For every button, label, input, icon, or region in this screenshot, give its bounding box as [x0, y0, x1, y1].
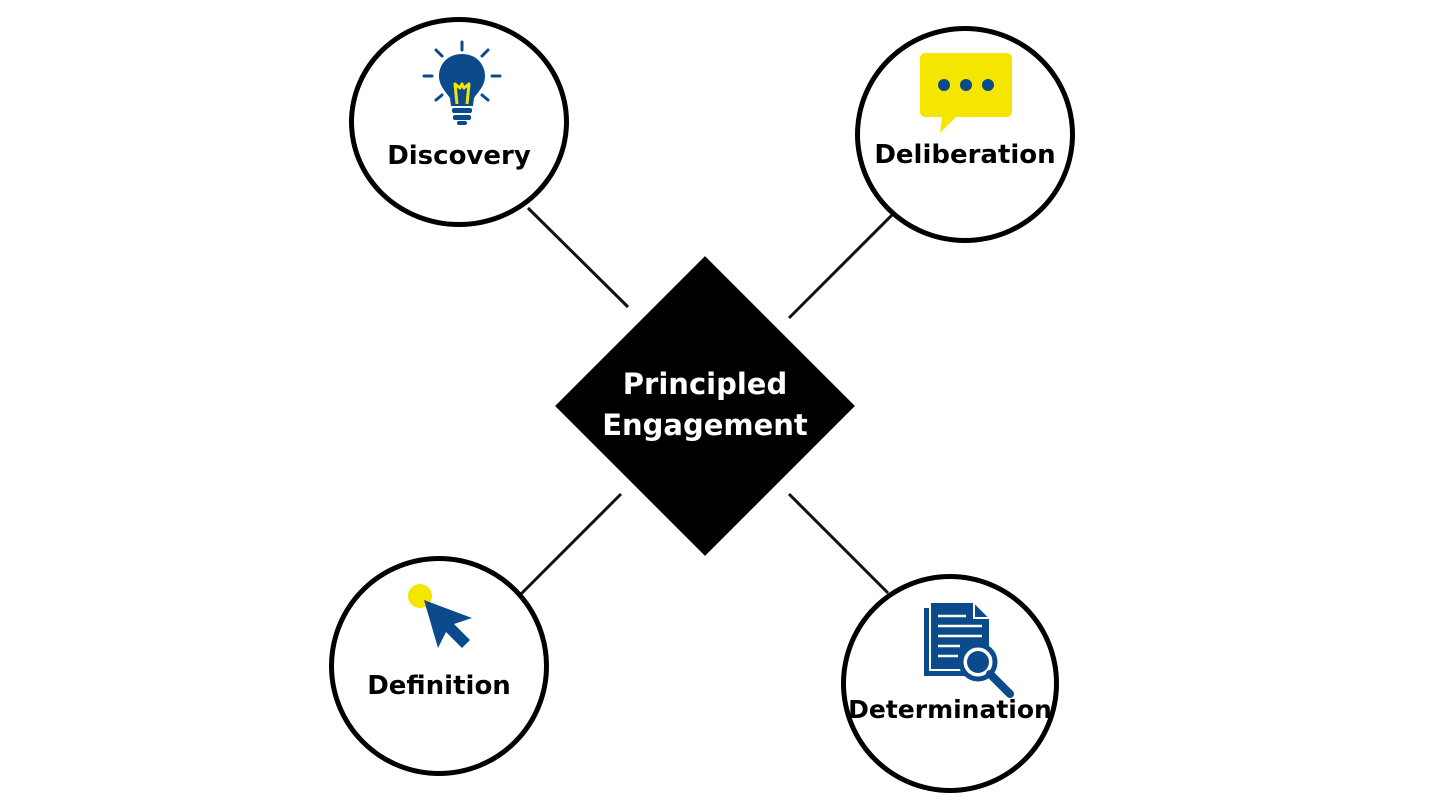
document-search-icon — [924, 601, 1014, 698]
center-title-line1: Principled — [622, 367, 788, 401]
center-node: Principled Engagement — [555, 256, 855, 556]
cursor-click-icon — [408, 584, 472, 648]
node-definition: Definition — [329, 556, 549, 776]
center-title: Principled Engagement — [555, 364, 855, 446]
node-label-definition: Definition — [367, 671, 511, 701]
center-title-line2: Engagement — [602, 408, 808, 442]
node-discovery: Discovery — [349, 17, 569, 227]
connector-deliberation — [787, 212, 895, 320]
connector-definition — [519, 492, 623, 596]
node-label-discovery: Discovery — [387, 141, 531, 171]
node-deliberation: Deliberation — [855, 26, 1075, 243]
lightbulb-icon — [422, 40, 502, 125]
node-label-determination: Determination — [848, 695, 1052, 724]
connector-discovery — [526, 206, 630, 309]
node-label-deliberation: Deliberation — [874, 140, 1056, 170]
node-determination: Determination — [841, 574, 1059, 793]
connector-determination — [787, 492, 890, 595]
speech-bubble-icon — [920, 53, 1012, 133]
